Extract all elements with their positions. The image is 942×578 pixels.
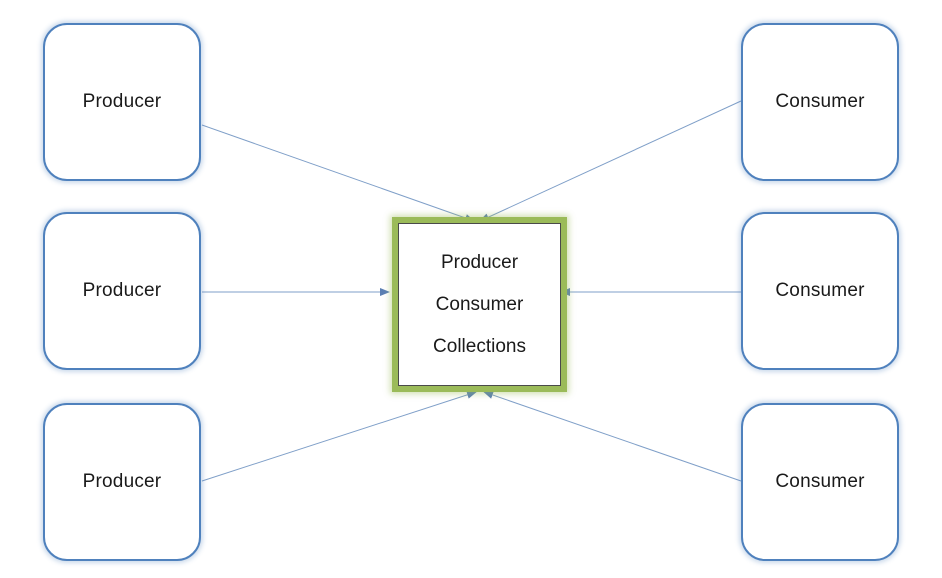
consumer-node-2: Consumer (741, 212, 899, 370)
producer-label: Producer (82, 471, 162, 492)
collection-title-line-2: Consumer (435, 293, 524, 315)
producer-node-3: Producer (43, 403, 201, 561)
producer-label: Producer (82, 91, 162, 112)
consumer-node-1: Consumer (741, 23, 899, 181)
producer-node-1: Producer (43, 23, 201, 181)
connector-producer-3 (201, 390, 477, 482)
collection-box-inner: Producer Consumer Collections (398, 223, 561, 386)
collection-box: Producer Consumer Collections (392, 217, 567, 392)
consumer-label: Consumer (775, 280, 865, 301)
consumer-label: Consumer (775, 91, 865, 112)
collection-title-line-1: Producer (440, 251, 519, 273)
consumer-node-3: Consumer (741, 403, 899, 561)
producer-node-2: Producer (43, 212, 201, 370)
producer-label: Producer (82, 280, 162, 301)
connector-producer-1 (201, 124, 475, 222)
connector-consumer-1 (479, 100, 742, 222)
collection-title-line-3: Collections (433, 335, 526, 357)
connector-consumer-3 (483, 391, 742, 482)
consumer-label: Consumer (775, 471, 865, 492)
